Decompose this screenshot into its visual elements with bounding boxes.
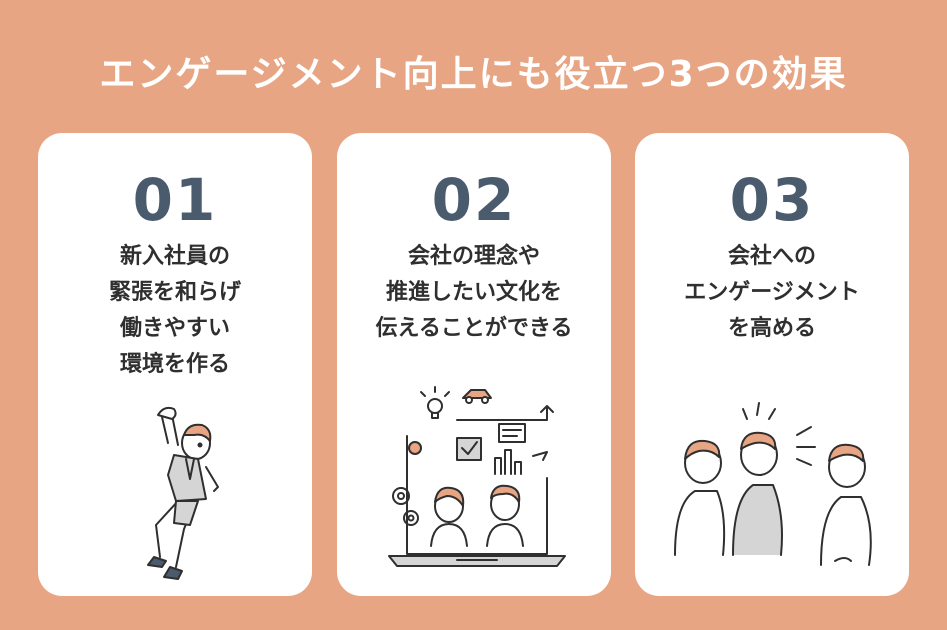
card-description: 新入社員の 緊張を和らげ 働きやすい 環境を作る xyxy=(38,239,312,383)
card-line: 緊張を和らげ xyxy=(108,280,241,305)
effect-card-1: 01 新入社員の 緊張を和らげ 働きやすい 環境を作る xyxy=(38,133,312,596)
team-conversation-icon xyxy=(674,402,872,566)
card-line: 推進したい文化を xyxy=(385,280,562,305)
effect-card-3: 03 会社への エンゲージメント を高める xyxy=(635,133,909,596)
card-line: 会社の理念や xyxy=(407,244,540,269)
card-line: 伝えることができる xyxy=(375,316,573,341)
card-number: 02 xyxy=(431,166,517,234)
card-line: 新入社員の xyxy=(119,244,230,269)
online-meeting-laptop-icon xyxy=(388,386,566,567)
card-line: を高める xyxy=(727,316,816,341)
card-line: 会社への xyxy=(727,244,816,269)
jumping-employee-icon xyxy=(147,406,219,580)
card-line: エンゲージメント xyxy=(684,280,860,305)
card-description: 会社の理念や 推進したい文化を 伝えることができる xyxy=(337,239,611,347)
card-line: 環境を作る xyxy=(119,352,230,377)
effect-card-2: 02 会社の理念や 推進したい文化を 伝えることができる xyxy=(337,133,611,596)
card-line: 働きやすい xyxy=(119,316,230,341)
card-number: 01 xyxy=(132,166,218,234)
card-description: 会社への エンゲージメント を高める xyxy=(635,239,909,347)
page-title: エンゲージメント向上にも役立つ3つの効果 xyxy=(99,54,848,95)
card-number: 03 xyxy=(729,166,815,234)
